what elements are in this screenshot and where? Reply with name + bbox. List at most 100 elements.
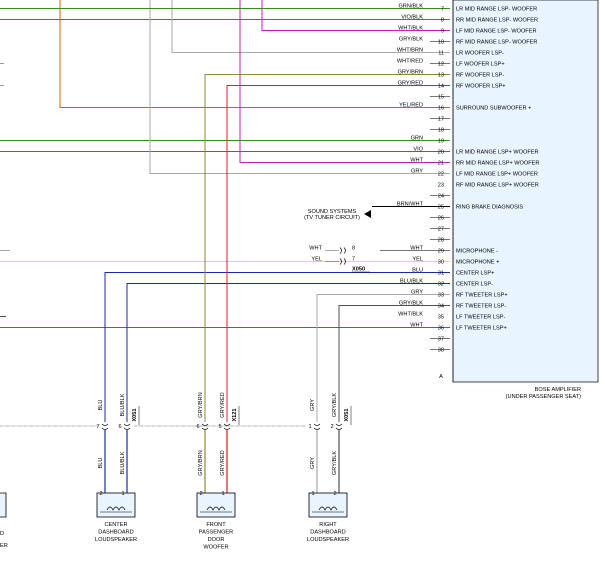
1.2 (204, 74, 450, 422)
speaker-connector-symbol (335, 423, 343, 430)
amp-pin-row: 18 (438, 128, 444, 134)
amp-pin-number: 30 (438, 260, 444, 266)
speaker-wire-label-lower: BLU (98, 458, 104, 469)
amp-wire-label: WHT/RED (397, 59, 423, 65)
amp-pin-number: 7 (441, 7, 444, 13)
amp-wire-label: GRY/RED (398, 81, 423, 87)
amp-pin-row: 7 LR MID RANGE LSP- WOOFER GRN/BLK (398, 4, 537, 13)
1.1 (261, 0, 450, 31)
amp-pin-number: 38 (438, 348, 444, 354)
amp-pin-number: 37 (438, 337, 444, 343)
mic-wire-label: WHT (309, 246, 322, 252)
1 (338, 305, 450, 422)
amp-pin-function: RF TWEETER LSP- (456, 304, 506, 310)
amp-pin-function: CENTER LSP- (456, 282, 493, 288)
amp-pin-number: 17 (438, 117, 444, 123)
amp-pin-function: RF WOOFER LSP- (456, 73, 504, 79)
amp-pin-number: 13 (438, 73, 444, 79)
amp-pin-row: 28 (438, 238, 444, 244)
amp-wire-label: GRY/BLK (399, 301, 423, 307)
amp-pin-number: 10 (438, 40, 444, 46)
speaker-wire-label-upper: GRY/BRN (198, 392, 204, 417)
0.9 (171, 0, 450, 53)
speaker-terminal: 2 (199, 491, 202, 497)
amp-wire-label: WHT (410, 323, 423, 329)
speaker-pin-number: 5 (218, 424, 221, 430)
speaker-label: PASSENGER (199, 530, 233, 536)
amp-pin-function: RF MID RANGE LSP- WOOFER (456, 40, 537, 46)
amp-pin-row: 17 (438, 117, 444, 123)
amp-pin-function: CENTER LSP+ (456, 271, 494, 277)
amp-pin-function: LR MID RANGE LSP- WOOFER (456, 7, 537, 13)
speaker-body (308, 492, 348, 518)
amp-pin-number: 15 (438, 95, 444, 101)
amp-pin-number: 31 (438, 271, 444, 277)
amp-pin-number: 11 (438, 51, 444, 57)
amp-pin-function: LF TWEETER LSP+ (456, 326, 507, 332)
amp-pin-number: 12 (438, 62, 444, 68)
amp-pin-number: 25 (438, 205, 444, 211)
speaker-connector-symbol (201, 423, 209, 430)
mic-connector-symbol (339, 247, 346, 254)
speaker-terminal: 1 (311, 491, 314, 497)
amp-wire-label: VIO (413, 147, 423, 153)
tv-tuner-label: (TV TUNER CIRCUIT) (304, 215, 360, 221)
speaker-coil-icon (106, 506, 126, 511)
speaker-label: RIGHT (319, 522, 337, 528)
amp-pin-number: 35 (438, 315, 444, 321)
speaker-terminal: 1 (221, 491, 224, 497)
speaker-terminal: 2 (333, 491, 336, 497)
speaker-pin-number: 6 (196, 424, 199, 430)
amplifier-body (452, 0, 599, 383)
mic-pin-number: 8 (352, 246, 355, 252)
speaker-pin-number: 1 (308, 424, 311, 430)
speaker-coil-icon (206, 506, 226, 511)
amp-pin-row: 24 (438, 194, 444, 200)
speaker-terminal: 1 (121, 491, 124, 497)
amp-pin-number: 28 (438, 238, 444, 244)
amp-pin-row: 27 (438, 227, 444, 233)
amp-pin-row: 15 (438, 95, 444, 101)
amp-pin-number: 32 (438, 282, 444, 288)
amp-pin-function: RR MID RANGE LSP+ WOOFER (456, 161, 539, 167)
amp-pin-number: 19 (438, 139, 444, 145)
amp-wire-label: BRN/WHT (397, 202, 424, 208)
1.2 (59, 0, 450, 108)
amp-wire-label: GRY (411, 290, 423, 296)
amp-pin-function: LF MID RANGE LSP+ WOOFER (456, 172, 538, 178)
mic-pin-number: 7 (352, 257, 355, 263)
1.2 (104, 272, 450, 422)
amp-wire-label: WHT/BLK (398, 312, 423, 318)
speaker-pin-number: 6 (118, 424, 121, 430)
speaker-wire-label-upper: BLU (98, 400, 104, 411)
speaker-wire-label-lower: GRY/BLK (332, 451, 338, 475)
amp-wire-label: WHT/BRN (397, 48, 423, 54)
amp-pin-function: MICROPHONE - (456, 249, 498, 255)
amplifier-pin-a: A (439, 374, 443, 380)
amp-pin-function: RF WOOFER LSP+ (456, 84, 506, 90)
amp-pin-number: 21 (438, 161, 444, 167)
left-cut-label-b: ER (0, 543, 8, 549)
amp-pin-function: MICROPHONE + (456, 260, 499, 266)
speaker-label: DOOR (208, 537, 225, 543)
amp-wire-label: GRN/BLK (398, 4, 423, 10)
amp-pin-number: 33 (438, 293, 444, 299)
amp-pin-row: 26 (438, 216, 444, 222)
amp-pin-number: 26 (438, 216, 444, 222)
amp-wire-label: YEL/RED (399, 103, 423, 109)
sound-systems-arrow (364, 210, 371, 218)
amp-wire-label: GRY/BRN (398, 70, 423, 76)
1.1 (239, 0, 450, 163)
